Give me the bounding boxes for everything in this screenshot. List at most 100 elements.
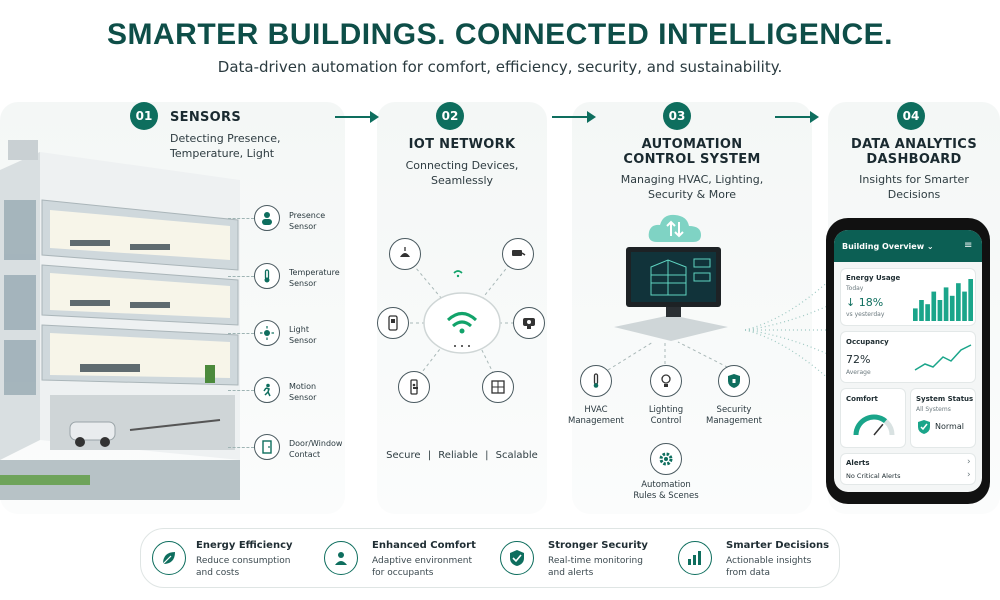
occupancy-title: Occupancy [846, 338, 889, 346]
occupancy-value: 72% [846, 353, 871, 366]
window-blinds-icon [482, 371, 514, 403]
step-2-number: 02 [436, 102, 464, 130]
step-2-desc-1: Connecting Devices, [405, 159, 519, 172]
occupancy-line-chart [914, 344, 972, 371]
shield-icon [500, 541, 534, 575]
presence-sensor-label-1: Presence [289, 211, 326, 220]
energy-card[interactable]: Energy Usage Today ↓ 18% vs yesterday [840, 268, 976, 326]
step-4-desc-2: Decisions [887, 188, 941, 201]
comfort-title: Comfort [846, 395, 878, 403]
data-flow-lines [745, 279, 830, 381]
security-shield-icon [718, 365, 750, 397]
step-3-title-2: CONTROL SYSTEM [623, 152, 761, 167]
presence-sensor-label-2: Sensor [289, 222, 317, 231]
dashboard-header[interactable]: Building Overview ⌄ [842, 242, 934, 251]
building-illustration [0, 140, 240, 500]
running-person-icon [254, 377, 280, 403]
benefit-1-title: Energy Efficiency [196, 540, 293, 551]
door-icon [254, 434, 280, 460]
step-3-desc-1: Managing HVAC, Lighting, [620, 173, 764, 186]
benefit-2-desc-2: for occupants [372, 568, 434, 578]
arrow-step-1-2 [335, 110, 380, 124]
alerts-title: Alerts [846, 459, 870, 467]
arrow-step-3-4 [775, 110, 820, 124]
alerts-card[interactable]: Alerts No Critical Alerts › › [840, 453, 976, 485]
security-label-1: Security [716, 405, 752, 415]
sensor-connector [228, 390, 254, 391]
tagline-separator: | [427, 450, 432, 461]
leaf-icon [152, 541, 186, 575]
status-sub: All Systems [916, 406, 951, 413]
energy-value: ↓ 18% [846, 296, 884, 309]
benefits-bar [140, 528, 840, 588]
page-title: SMARTER BUILDINGS. CONNECTED INTELLIGENC… [106, 18, 893, 51]
energy-bar [943, 287, 949, 321]
chevron-right-icon[interactable]: › [967, 457, 971, 467]
light-sensor-label-1: Light [289, 325, 309, 334]
lightbulb-icon [650, 365, 682, 397]
thermometer-icon [254, 263, 280, 289]
energy-bar [931, 291, 937, 321]
ceiling-light-icon [389, 238, 421, 270]
tagline-scalable: Scalable [495, 450, 538, 461]
menu-icon[interactable]: ≡ [964, 240, 973, 251]
step-3-number: 03 [663, 102, 691, 130]
control-panel [572, 102, 812, 514]
security-label-2: Management [706, 416, 762, 426]
door-contact-label-1: Door/Window [289, 439, 343, 448]
benefit-1-desc-2: and costs [196, 568, 240, 578]
lighting-label-2: Control [650, 416, 682, 426]
energy-bar [968, 279, 973, 321]
energy-bar [937, 300, 943, 321]
network-diagram [392, 254, 532, 386]
chevron-down-icon: ⌄ [926, 242, 934, 251]
motion-sensor-label-2: Sensor [289, 393, 317, 402]
occupancy-card[interactable]: Occupancy 72% Average [840, 331, 976, 383]
benefit-2-desc-1: Adaptive environment [372, 556, 473, 566]
energy-bar [962, 291, 967, 321]
status-title: System Status [916, 395, 974, 403]
sensor-connector [228, 447, 254, 448]
step-1-desc-2: Temperature, Light [170, 147, 275, 160]
gauge-fill [853, 414, 888, 436]
system-status-card[interactable]: System Status All Systems Normal [910, 388, 976, 448]
gauge-needle [873, 423, 884, 436]
security-camera-icon [502, 238, 534, 270]
comfort-gauge [853, 414, 895, 436]
tagline-reliable: Reliable [438, 450, 478, 461]
benefit-3-desc-1: Real-time monitoring [548, 556, 643, 566]
step-4-number: 04 [897, 102, 925, 130]
bar-chart-icon [678, 541, 712, 575]
light-sensor-label-2: Sensor [289, 336, 317, 345]
benefit-2-title: Enhanced Comfort [372, 540, 476, 551]
comfort-person-icon [324, 541, 358, 575]
gear-icon [650, 443, 682, 475]
person-icon [254, 205, 280, 231]
motion-sensor-label-1: Motion [289, 382, 317, 391]
energy-bar [956, 283, 961, 321]
step-2-desc-2: Seamlessly [430, 174, 494, 187]
energy-bar [925, 304, 930, 321]
chevron-right-icon[interactable]: › [967, 470, 971, 480]
control-monitor-illustration [614, 247, 728, 341]
door-contact-label-2: Contact [289, 450, 321, 459]
step-1-number: 01 [130, 102, 158, 130]
energy-sub: Today [846, 285, 864, 292]
step-4-title-2: DASHBOARD [866, 152, 962, 167]
temperature-sensor-label-2: Sensor [289, 279, 317, 288]
energy-bar-chart [913, 279, 973, 321]
tagline-separator: | [485, 450, 489, 461]
keypad-icon [377, 307, 409, 339]
comfort-card[interactable]: Comfort [840, 388, 906, 448]
control-connectors [607, 341, 734, 371]
energy-bar [919, 300, 924, 321]
cloud-icon [648, 214, 701, 242]
shield-check-icon [918, 420, 930, 434]
benefit-4-desc-1: Actionable insights [726, 556, 812, 566]
benefit-4-desc-2: from data [726, 568, 771, 578]
automation-label-2: Rules & Scenes [633, 491, 699, 501]
thermometer-icon [580, 365, 612, 397]
automation-label-1: Automation [641, 480, 691, 490]
benefit-4-title: Smarter Decisions [726, 540, 830, 551]
step-1-desc-1: Detecting Presence, [170, 132, 281, 145]
